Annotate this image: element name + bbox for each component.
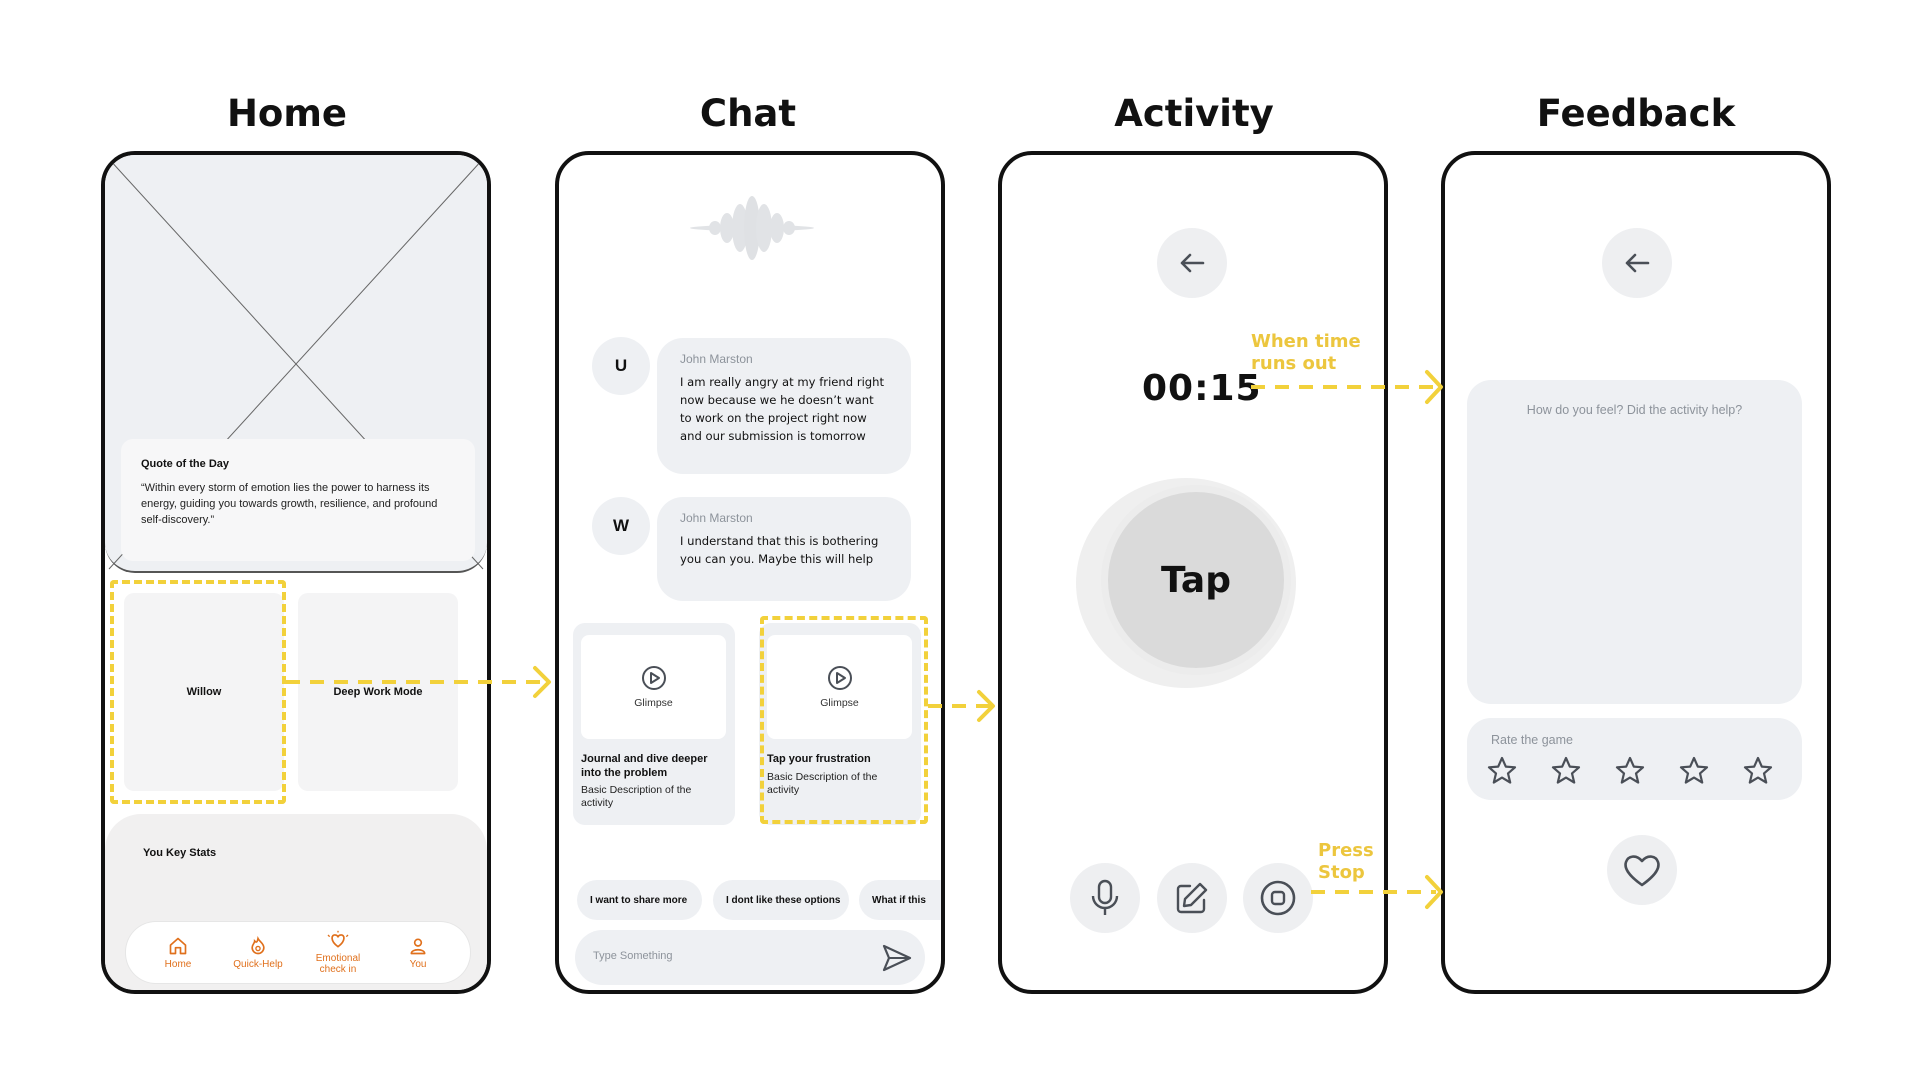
message-sender-name: John Marston — [680, 352, 753, 366]
chat-screen-title: Chat — [699, 92, 797, 135]
arrow-left-icon — [1625, 253, 1650, 273]
activity-description: Basic Description of the activity — [581, 784, 692, 809]
arrow-head — [977, 690, 995, 722]
play-icon — [827, 666, 852, 690]
heart-icon — [1624, 855, 1660, 887]
activity-title: Journal and dive deeper into the problem — [581, 753, 708, 779]
arrow-head — [1425, 875, 1443, 909]
message-input-placeholder: Type Something — [593, 950, 673, 962]
annotation-time-out: When time runs out — [1251, 331, 1361, 374]
tile-willow[interactable]: Willow — [124, 593, 284, 791]
activity-preview[interactable]: Glimpse — [581, 635, 726, 739]
home-icon — [169, 937, 187, 954]
tab-home-label: Home — [164, 958, 192, 970]
tab-home[interactable]: Home — [143, 936, 213, 970]
tab-emotional-check-in-label: Emotional check in — [315, 953, 361, 975]
activity-screen-title: Activity — [1114, 92, 1274, 135]
key-stats-title: You Key Stats — [143, 847, 217, 859]
avatar-user-letter: U — [614, 356, 628, 375]
play-icon — [641, 666, 666, 690]
message-sender-name: John Marston — [680, 511, 753, 525]
activity-description: Basic Description of the activity — [767, 771, 878, 796]
tap-button-label: Tap — [1161, 559, 1231, 601]
heart-sparkle-icon — [327, 930, 349, 948]
message-input[interactable]: Type Something — [575, 930, 925, 985]
tab-you-label: You — [409, 958, 427, 970]
tab-quick-help[interactable]: Quick-Help — [223, 935, 293, 970]
star-icon[interactable] — [1679, 756, 1709, 785]
feedback-phone-frame: How do you feel? Did the activity help? … — [1441, 151, 1831, 994]
stop-icon — [1260, 880, 1296, 916]
star-icon[interactable] — [1551, 756, 1581, 785]
activity-card-tap[interactable]: Glimpse Tap your frustration Basic Descr… — [759, 623, 921, 825]
rating-panel: Rate the game — [1467, 718, 1802, 800]
feedback-placeholder: How do you feel? Did the activity help? — [1526, 403, 1743, 417]
avatar-willow: W — [592, 497, 650, 555]
feedback-text-area[interactable]: How do you feel? Did the activity help? — [1467, 380, 1802, 704]
flame-icon — [251, 935, 265, 954]
edit-button[interactable] — [1157, 863, 1227, 933]
quick-reply-chip[interactable]: What if this — [859, 880, 941, 920]
message-text: I understand that this is bothering you … — [680, 534, 879, 566]
tap-button[interactable]: Tap — [1101, 485, 1291, 675]
activity-preview-label: Glimpse — [634, 697, 673, 709]
chat-phone-frame: U John Marston I am really angry at my f… — [555, 151, 945, 994]
quick-reply-chip[interactable]: I dont like these options — [713, 880, 849, 920]
activity-card-journal[interactable]: Glimpse Journal and dive deeper into the… — [573, 623, 735, 825]
voice-wave-icon — [690, 196, 814, 260]
quote-text: “Within every storm of emotion lies the … — [141, 482, 438, 526]
arrow-left-icon — [1180, 253, 1205, 273]
stop-button[interactable] — [1243, 863, 1313, 933]
avatar-willow-letter: W — [612, 516, 630, 535]
star-icon[interactable] — [1615, 756, 1645, 785]
feedback-screen-title: Feedback — [1536, 92, 1736, 135]
chat-bubble-user: John Marston I am really angry at my fri… — [657, 338, 911, 474]
star-icon[interactable] — [1743, 756, 1773, 785]
activity-preview-label: Glimpse — [820, 697, 859, 709]
edit-icon — [1176, 882, 1208, 914]
avatar-user: U — [592, 337, 650, 395]
chat-bubble-assistant: John Marston I understand that this is b… — [657, 497, 911, 601]
tab-emotional-check-in[interactable]: Emotional check in — [303, 930, 373, 975]
star-icon[interactable] — [1487, 756, 1517, 785]
quick-reply-chip[interactable]: I want to share more — [577, 880, 702, 920]
home-screen-title: Home — [226, 92, 348, 135]
home-phone-frame: Quote of the Day “Within every storm of … — [101, 151, 491, 994]
activity-preview[interactable]: Glimpse — [767, 635, 912, 739]
favorite-button[interactable] — [1607, 835, 1677, 905]
countdown-timer: 00:15 — [1142, 368, 1262, 409]
message-text: I am really angry at my friend right now… — [680, 375, 885, 443]
activity-title: Tap your frustration — [767, 753, 871, 765]
activity-phone-frame: 00:15 Tap — [998, 151, 1388, 994]
tab-you[interactable]: You — [383, 936, 453, 970]
tile-deep-work-label: Deep Work Mode — [333, 686, 423, 698]
quote-title: Quote of the Day — [141, 458, 230, 470]
quote-card: Quote of the Day “Within every storm of … — [121, 439, 475, 561]
bottom-tab-bar: Home Quick-Help Emotional check in You — [126, 922, 470, 983]
arrow-head — [1425, 370, 1443, 404]
user-icon — [410, 938, 426, 954]
back-button[interactable] — [1602, 228, 1672, 298]
arrow-head — [533, 666, 551, 698]
tab-quick-help-label: Quick-Help — [233, 958, 283, 970]
send-icon[interactable] — [881, 943, 913, 973]
microphone-button[interactable] — [1070, 863, 1140, 933]
tile-deep-work[interactable]: Deep Work Mode — [298, 593, 458, 791]
microphone-icon — [1091, 879, 1119, 915]
annotation-press-stop: Press Stop — [1318, 840, 1374, 883]
rating-label: Rate the game — [1491, 733, 1573, 747]
star-rating — [1487, 756, 1773, 785]
back-button[interactable] — [1157, 228, 1227, 298]
tile-willow-label: Willow — [186, 686, 222, 698]
